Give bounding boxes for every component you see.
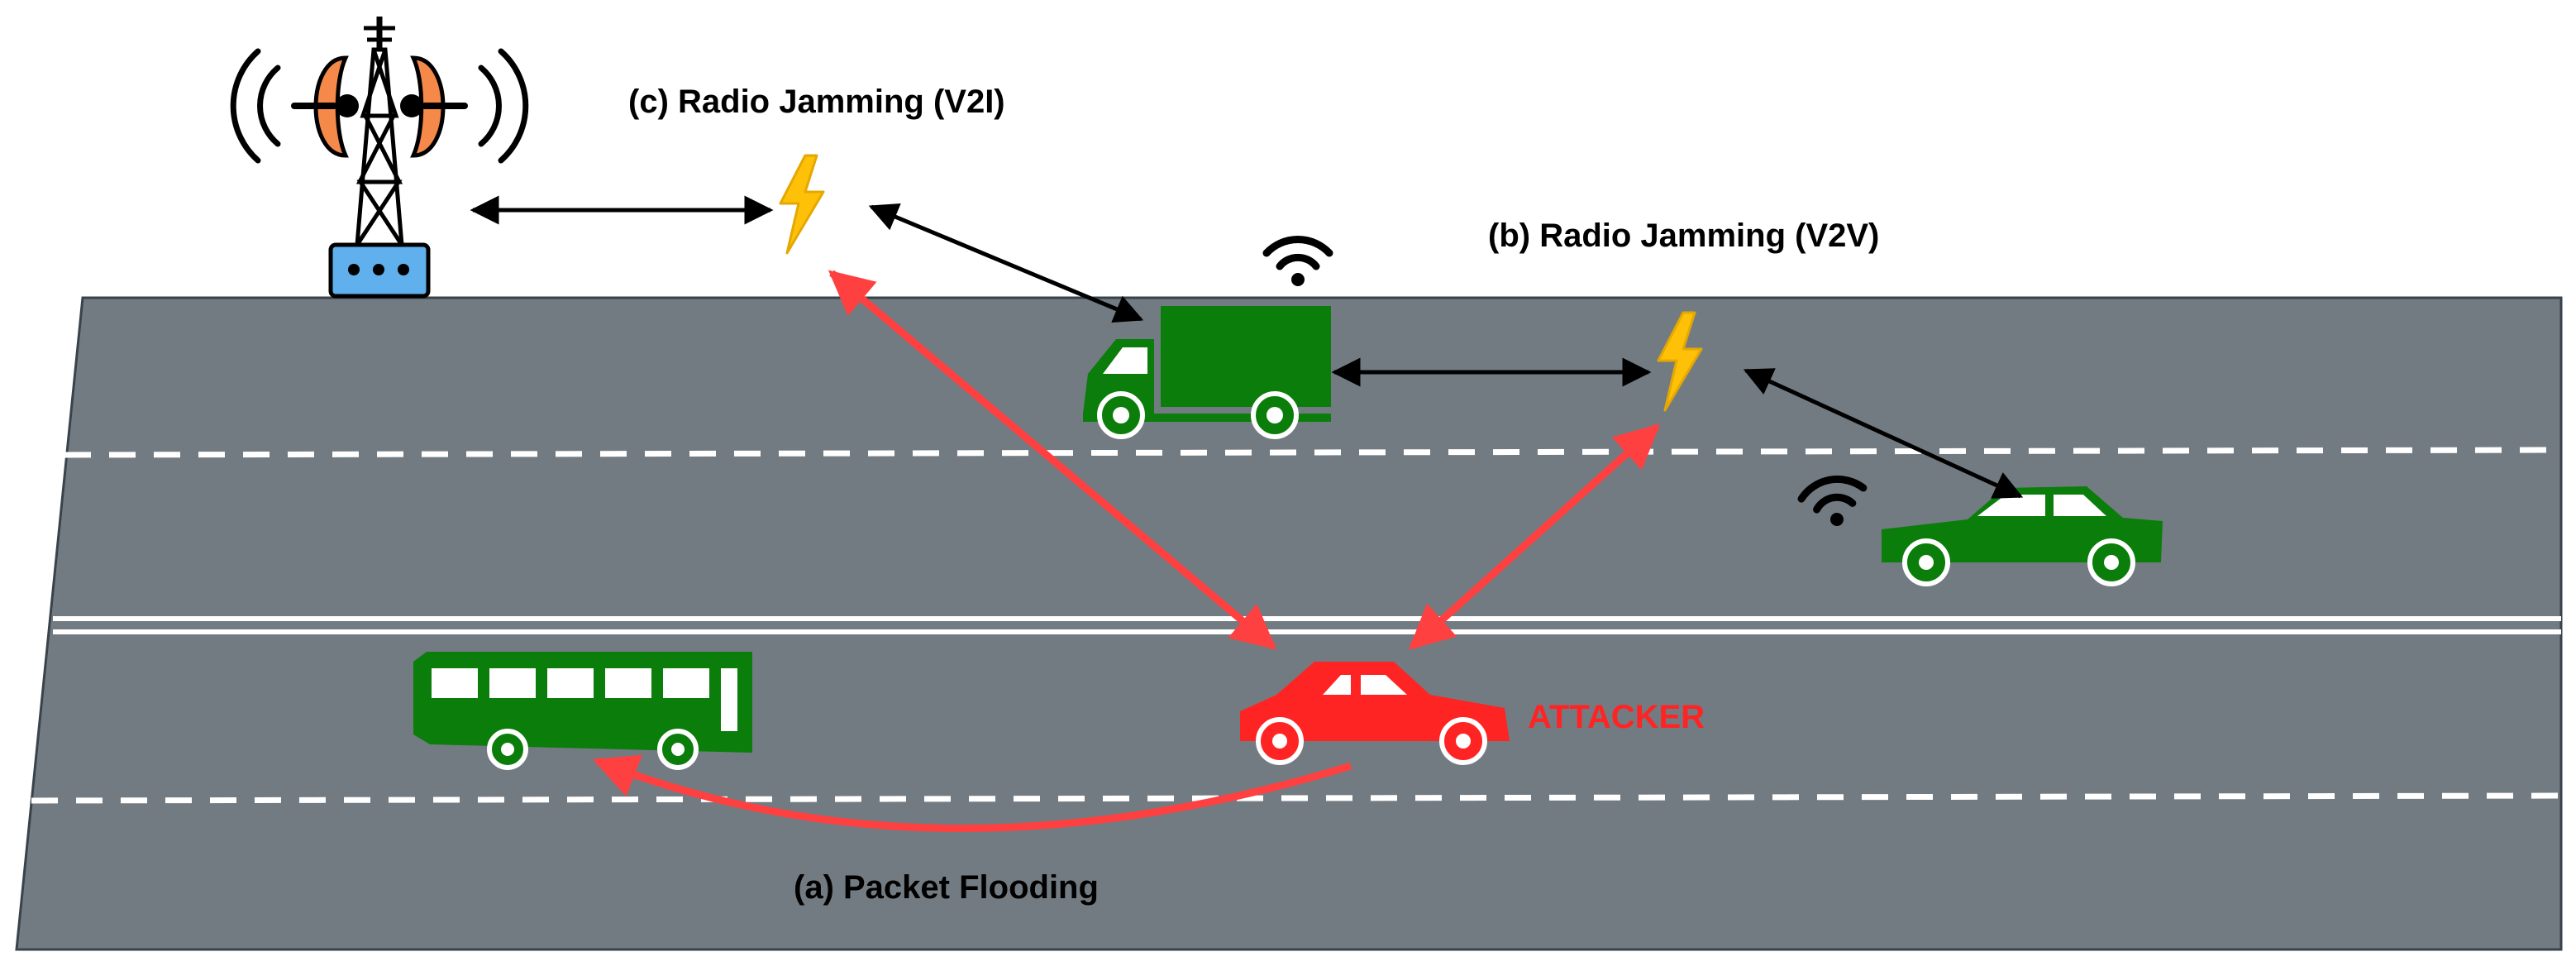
wifi-icon-truck <box>1267 239 1329 286</box>
lightning-jammer-icon-v2i <box>779 154 825 255</box>
label-v2i-jamming: (c) Radio Jamming (V2I) <box>628 84 1005 120</box>
lane-divider-bottom <box>31 792 2562 804</box>
cell-tower-icon <box>230 17 529 299</box>
attacker-car-icon <box>1240 662 1510 765</box>
attack-arrow-v2v <box>1408 423 1661 650</box>
lane-divider-top <box>64 447 2562 458</box>
attack-arrow-v2i <box>828 270 1277 650</box>
label-packet-flooding: (a) Packet Flooding <box>794 869 1099 906</box>
attack-arrow-flooding <box>592 754 1352 833</box>
label-v2v-jamming: (b) Radio Jamming (V2V) <box>1488 218 1879 254</box>
comm-arrow-jammer-car <box>1743 368 2024 499</box>
bus-icon <box>413 652 752 770</box>
label-attacker: ATTACKER <box>1528 699 1705 735</box>
car-icon <box>1882 486 2163 586</box>
